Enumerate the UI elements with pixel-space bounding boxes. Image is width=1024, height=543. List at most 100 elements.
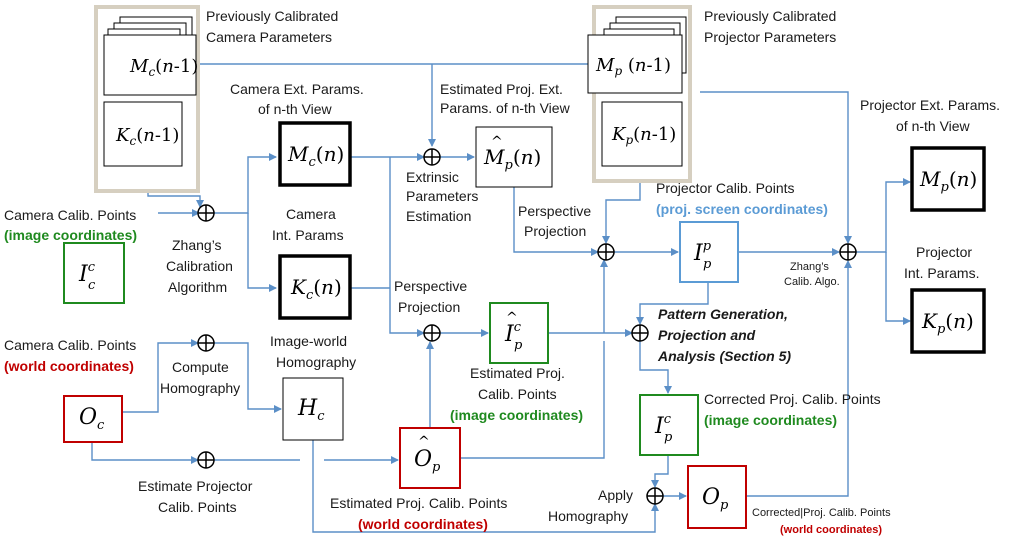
label-pattern-1: Pattern Generation, — [658, 306, 788, 322]
block-hc: Hc — [282, 377, 344, 441]
label-est-proj-calib-img-3: (image coordinates) — [450, 407, 583, 423]
svg-text:Icp: Icp — [504, 320, 523, 353]
label-apply-h-2: Homography — [548, 508, 628, 524]
label-proj-calib-1: Projector Calib. Points — [656, 180, 795, 196]
label-prev-proj-1: Previously Calibrated — [704, 8, 836, 24]
label-corr-proj-img-1: Corrected Proj. Calib. Points — [704, 391, 881, 407]
label-cam-ext-1: Camera Ext. Params. — [230, 81, 364, 97]
block-op: Op — [687, 465, 747, 529]
svg-text:Op: Op — [702, 485, 729, 513]
svg-text:Ipp: Ipp — [693, 239, 712, 272]
kc-prev-symbol: Kc(n-1) — [115, 125, 179, 148]
label-persp-proj-mid-1: Perspective — [394, 278, 467, 294]
junction-persp-top — [597, 243, 615, 261]
label-est-proj-pts-1: Estimate Projector — [138, 478, 253, 494]
label-zhang-1: Zhang’s — [172, 237, 222, 253]
camera-previous-stack: Mc(n-1) Kc(n-1) — [94, 5, 200, 193]
label-est-proj-calib-img-1: Estimated Proj. — [470, 365, 565, 381]
block-kc-n: Kc(n) — [278, 254, 352, 320]
connector-lines — [91, 63, 911, 533]
svg-text:Oc: Oc — [79, 405, 105, 433]
label-compute-h-1: Compute — [172, 359, 229, 375]
kp-prev-symbol: Kp(n-1) — [611, 124, 676, 147]
label-proj-calib-2: (proj. screen coordinates) — [656, 201, 828, 217]
label-corr-proj-world-1: Corrected|Proj. Calib. Points — [752, 507, 891, 519]
svg-text:^: ^ — [506, 310, 518, 326]
label-zhang-2: Calibration — [166, 258, 233, 274]
junction-compute-homography — [197, 334, 215, 352]
junction-pattern — [631, 324, 649, 342]
svg-text:^: ^ — [418, 434, 430, 450]
label-persp-proj-top-1: Perspective — [518, 203, 591, 219]
label-persp-proj-mid-2: Projection — [398, 299, 460, 315]
svg-text:Icc: Icc — [78, 260, 96, 293]
label-proj-int-1: Projector — [916, 244, 972, 260]
label-zhang-small-2: Calib. Algo. — [784, 276, 840, 288]
projector-previous-stack: Mp (n-1) Kp(n-1) — [587, 5, 692, 183]
label-corr-proj-world-2: (world coordinates) — [780, 524, 882, 536]
mc-prev-symbol: Mc(n-1) — [129, 56, 198, 79]
label-prev-cam-2: Camera Parameters — [206, 29, 332, 45]
junction-persp-mid — [423, 324, 441, 342]
label-est-proj-ext-1: Estimated Proj. Ext. — [440, 81, 563, 97]
label-proj-ext-1: Projector Ext. Params. — [860, 97, 1000, 113]
label-proj-int-2: Int. Params. — [904, 265, 979, 281]
label-est-proj-world-1: Estimated Proj. Calib. Points — [330, 495, 507, 511]
junction-zhang-projector — [839, 243, 857, 261]
label-cam-calib-world-1: Camera Calib. Points — [4, 337, 136, 353]
block-op-hat: Op ^ — [399, 427, 461, 489]
svg-text:Mp(n): Mp(n) — [483, 145, 541, 173]
svg-text:Kp(n): Kp(n) — [921, 309, 974, 337]
label-img-world-2: Homography — [276, 354, 356, 370]
junction-apply-homography — [646, 487, 664, 505]
mp-prev-symbol: Mp (n-1) — [595, 55, 671, 78]
label-cam-calib-img-2: (image coordinates) — [4, 227, 137, 243]
junction-estimate-projector — [197, 451, 215, 469]
label-est-proj-pts-2: Calib. Points — [158, 499, 237, 515]
label-extr-est-1: Extrinsic — [406, 169, 459, 185]
label-cam-calib-world-2: (world coordinates) — [4, 358, 134, 374]
junction-zhang — [197, 204, 215, 222]
label-cam-calib-img-1: Camera Calib. Points — [4, 207, 136, 223]
text-labels: Previously Calibrated Camera Parameters … — [4, 8, 1000, 536]
svg-text:Icp: Icp — [654, 412, 673, 445]
svg-text:^: ^ — [491, 134, 503, 150]
label-pattern-2: Projection and — [658, 327, 756, 343]
label-zhang-3: Algorithm — [168, 279, 227, 295]
block-kp-n: Kp(n) — [910, 288, 986, 354]
block-mc-n: Mc(n) — [278, 121, 352, 187]
label-extr-est-3: Estimation — [406, 208, 471, 224]
sum-junctions — [197, 148, 857, 505]
block-mp-n: Mp(n) — [910, 146, 986, 212]
label-pattern-3: Analysis (Section 5) — [657, 348, 791, 364]
label-corr-proj-img-2: (image coordinates) — [704, 412, 837, 428]
label-est-proj-ext-2: Params. of n-th View — [440, 100, 571, 116]
label-cam-ext-2: of n-th View — [258, 101, 333, 117]
label-zhang-small-1: Zhang’s — [790, 261, 829, 273]
label-compute-h-2: Homography — [160, 380, 240, 396]
label-apply-h-1: Apply — [598, 487, 633, 503]
label-prev-proj-2: Projector Parameters — [704, 29, 836, 45]
svg-text:Op: Op — [414, 447, 441, 475]
svg-text:Mp(n): Mp(n) — [919, 167, 977, 195]
svg-text:Hc: Hc — [297, 396, 325, 424]
svg-text:Kc(n): Kc(n) — [290, 275, 342, 303]
label-proj-ext-2: of n-th View — [896, 118, 971, 134]
label-extr-est-2: Parameters — [406, 188, 478, 204]
label-img-world-1: Image-world — [270, 333, 347, 349]
label-cam-int-2: Int. Params — [272, 227, 344, 243]
label-cam-int-1: Camera — [286, 206, 336, 222]
label-persp-proj-top-2: Projection — [524, 223, 586, 239]
block-mp-hat: Mp(n) ^ — [475, 126, 553, 188]
svg-text:Mc(n): Mc(n) — [287, 142, 344, 170]
block-oc: Oc — [63, 395, 123, 443]
label-est-proj-world-2: (world coordinates) — [358, 516, 488, 532]
label-prev-cam-1: Previously Calibrated — [206, 8, 338, 24]
label-est-proj-calib-img-2: Calib. Points — [478, 386, 557, 402]
